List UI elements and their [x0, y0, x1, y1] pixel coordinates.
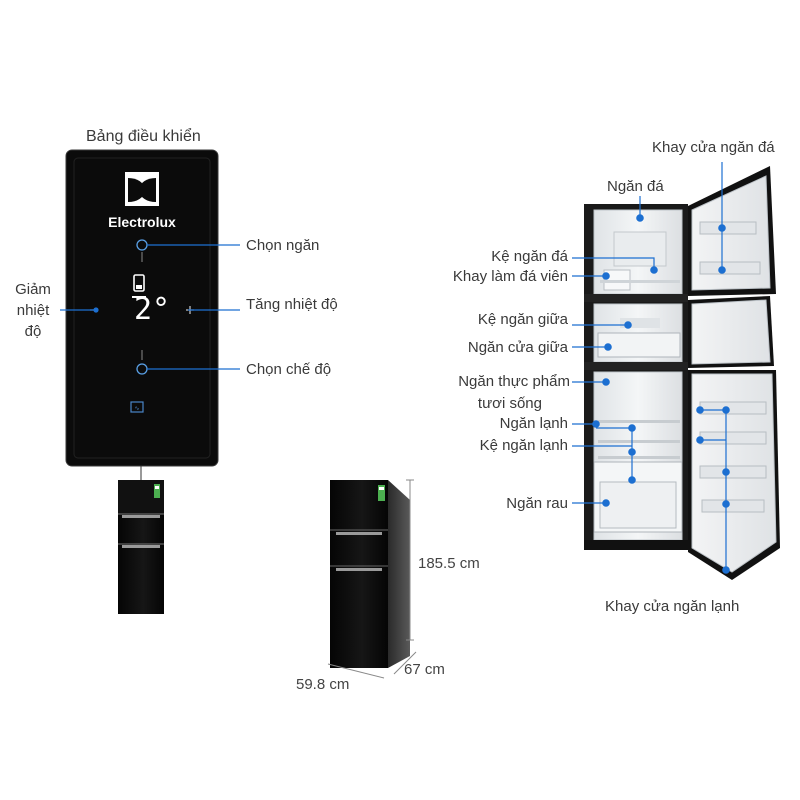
- interior-callouts: [572, 162, 730, 574]
- mode-indicator-icon: ∿: [130, 401, 144, 413]
- temperature-display: 2°: [134, 292, 171, 327]
- label-freezer-shelf: Kệ ngăn đá: [491, 248, 568, 265]
- fridge-dimensions-view: [327, 479, 417, 679]
- label-vegetable-drawer: Ngăn rau: [506, 495, 568, 512]
- dimension-depth: 67 cm: [404, 661, 445, 678]
- label-decrease-temp-1: Giảm: [15, 281, 51, 298]
- label-freezer-door-tray: Khay cửa ngăn đá: [652, 139, 775, 156]
- label-fridge: Ngăn lạnh: [499, 415, 568, 432]
- compartment-indicator-icon: [132, 274, 146, 298]
- dimension-width: 59.8 cm: [296, 676, 350, 693]
- label-middle-door-bin: Ngăn cửa giữa: [467, 339, 568, 356]
- label-increase-temp: Tăng nhiệt độ: [246, 296, 338, 313]
- label-select-mode: Chọn chế độ: [246, 361, 332, 378]
- label-middle-shelf: Kệ ngăn giữa: [477, 311, 568, 328]
- label-fridge-shelf: Kệ ngăn lạnh: [479, 437, 568, 454]
- svg-text:∿: ∿: [134, 406, 139, 412]
- panel-callouts: [60, 244, 240, 488]
- label-ice-tray: Khay làm đá viên: [452, 268, 568, 285]
- label-fresh-food-1: Ngăn thực phẩm: [458, 373, 570, 390]
- electrolux-logo-icon: [125, 172, 159, 206]
- control-panel-title: Bảng điều khiển: [86, 128, 201, 145]
- label-decrease-temp-3: độ: [24, 323, 42, 340]
- brand-name: Electrolux: [108, 214, 176, 230]
- dimension-height: 185.5 cm: [418, 555, 480, 572]
- label-fridge-door-tray: Khay cửa ngăn lạnh: [605, 598, 740, 615]
- label-select-compartment: Chọn ngăn: [246, 237, 320, 254]
- fridge-thumbnail: [118, 480, 164, 614]
- open-fridge-view: [584, 166, 780, 580]
- label-fresh-food-2: tươi sống: [477, 395, 542, 412]
- label-freezer: Ngăn đá: [607, 178, 664, 195]
- control-panel: ∿: [65, 149, 219, 467]
- label-decrease-temp-2: nhiệt: [16, 302, 50, 319]
